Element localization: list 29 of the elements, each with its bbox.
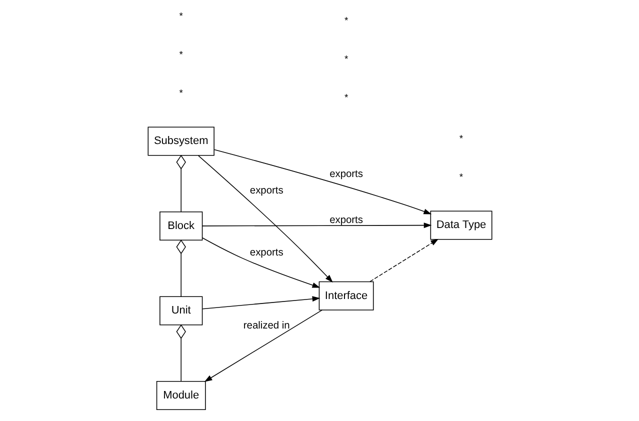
arrow — [201, 222, 432, 228]
arrow — [204, 310, 322, 382]
label: * — [344, 92, 348, 103]
arrow — [202, 296, 320, 310]
node-box: Unit — [159, 296, 202, 326]
edge-label: exports — [249, 185, 283, 196]
label: * — [178, 48, 182, 60]
node-box: Interface — [318, 281, 374, 310]
label: * — [344, 53, 348, 64]
connector — [176, 240, 186, 297]
arrow — [369, 238, 438, 282]
node-box: Subsystem — [147, 126, 214, 156]
edge-label: exports — [329, 215, 362, 226]
edge-label: exports — [249, 247, 283, 258]
connector — [176, 154, 186, 212]
label: * — [458, 170, 463, 182]
arrow — [202, 238, 320, 288]
node-box: Block — [159, 211, 202, 241]
connector — [176, 324, 186, 382]
arrow — [198, 155, 332, 282]
edge-label: exports — [329, 168, 362, 180]
node-box: Module — [156, 380, 206, 410]
edge-label: realized in — [242, 320, 290, 332]
label: * — [344, 14, 348, 26]
label: * — [178, 10, 182, 21]
arrow — [213, 149, 432, 214]
label: * — [178, 86, 182, 98]
label: * — [458, 132, 463, 144]
node-box: Data Type — [430, 210, 492, 240]
